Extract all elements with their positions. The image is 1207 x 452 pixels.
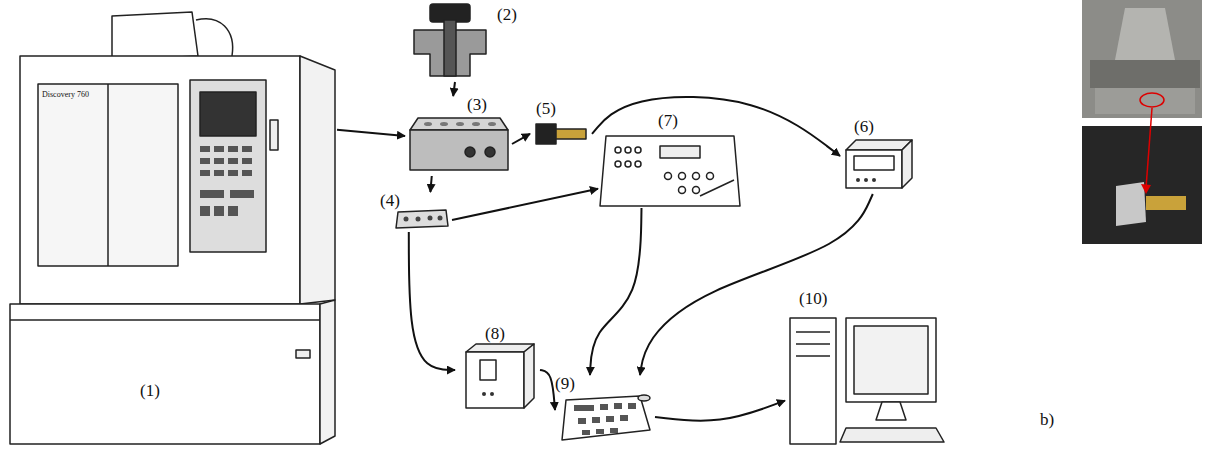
box-side: [524, 344, 534, 408]
plate-connector: [485, 147, 495, 157]
control-screen: [200, 92, 256, 136]
machine-window: [38, 84, 178, 266]
control-panel: [190, 80, 266, 252]
device-node: (7): [598, 112, 743, 208]
signal-arrow: [590, 208, 642, 375]
photo-chuck: [1115, 8, 1175, 60]
device-node: (2): [405, 0, 530, 82]
callout-number: (1): [140, 382, 160, 400]
pc-keyboard: [840, 428, 944, 442]
callout-number: (7): [658, 112, 678, 130]
signal-arrow: [337, 130, 405, 136]
leader-head: [1141, 184, 1151, 194]
photo-plate: [1090, 60, 1200, 88]
photo-connector: [1146, 196, 1186, 210]
door-seam: [107, 84, 109, 266]
machine-base: [10, 304, 320, 444]
junction-box: [396, 210, 448, 228]
holder-shaft: [444, 20, 456, 76]
callout-number: (8): [485, 325, 505, 343]
pc-tower: [790, 318, 836, 444]
device-node: (9): [555, 375, 655, 445]
meter-display: [854, 156, 894, 170]
machine-side: [300, 56, 335, 304]
meter-front: [846, 150, 902, 188]
device-node: (4): [380, 192, 452, 232]
machine-model-text: Discovery 760: [42, 90, 89, 99]
spindle-cover: [112, 12, 198, 60]
meter-top: [846, 140, 912, 150]
callout-number: (4): [380, 192, 400, 210]
device-node: (10): [785, 290, 940, 448]
callout-number: (6): [854, 118, 874, 136]
cable-arc: [196, 19, 233, 56]
photo-sensor-body: [1116, 182, 1146, 226]
base-trim: [10, 319, 320, 321]
device-node: (3): [405, 96, 512, 176]
amplifier-display: [660, 146, 700, 158]
plate-front: [410, 130, 508, 170]
box-top: [466, 344, 534, 352]
photo-fixture: [1082, 0, 1202, 118]
machine-cabinet: [20, 56, 300, 304]
leader-line: [1146, 108, 1152, 188]
sensor-body: [536, 124, 556, 144]
device-node: (6): [840, 118, 922, 194]
pc-screen: [854, 326, 928, 394]
callout-number: (5): [536, 100, 556, 118]
signal-arrow: [430, 176, 431, 192]
device-node: (8): [455, 325, 540, 415]
amplifier-trim: [700, 180, 734, 196]
signal-arrow: [655, 401, 785, 421]
signal-arrow: [452, 189, 598, 220]
photo-sensor: [1082, 126, 1202, 244]
callout-number: (9): [555, 375, 575, 393]
photo-base: [1095, 88, 1195, 114]
sensor-connector: [556, 129, 586, 139]
box-display: [480, 360, 496, 380]
daq-unit: [562, 396, 650, 440]
device-node: (1): [5, 12, 337, 448]
meter-side: [902, 140, 912, 188]
box-front: [466, 352, 524, 408]
signal-arrow: [592, 97, 840, 156]
highlight-ellipse: [1140, 93, 1164, 107]
plate-connector: [465, 147, 475, 157]
base-side: [320, 300, 335, 444]
daq-knob: [638, 395, 650, 401]
plate-top: [410, 118, 508, 130]
callout-number: (10): [799, 290, 827, 308]
device-node: (5): [530, 100, 592, 152]
pc-stand: [876, 402, 906, 420]
callout-number: (3): [467, 96, 487, 114]
signal-arrow: [453, 82, 455, 96]
base-latch: [296, 350, 310, 358]
amplifier-panel: [600, 136, 740, 206]
pc-monitor: [846, 318, 936, 402]
door-handle: [270, 120, 278, 150]
panel-label: b): [1040, 410, 1054, 430]
signal-arrow: [540, 370, 555, 410]
callout-number: (2): [497, 6, 517, 24]
signal-arrow: [512, 134, 530, 144]
signal-arrow: [640, 194, 873, 375]
signal-arrow: [409, 232, 455, 370]
